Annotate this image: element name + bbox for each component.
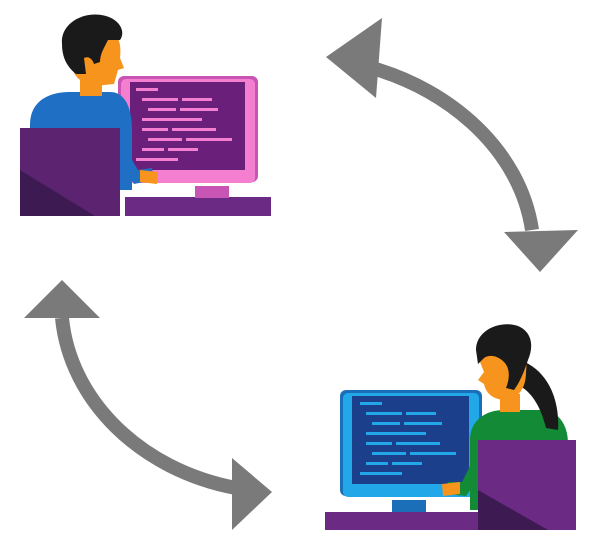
developer-blue-monitor-icon (325, 324, 576, 530)
curved-arrow-icon (24, 280, 272, 530)
curved-arrow-icon (326, 18, 578, 272)
developer-pink-monitor-icon (20, 14, 271, 216)
